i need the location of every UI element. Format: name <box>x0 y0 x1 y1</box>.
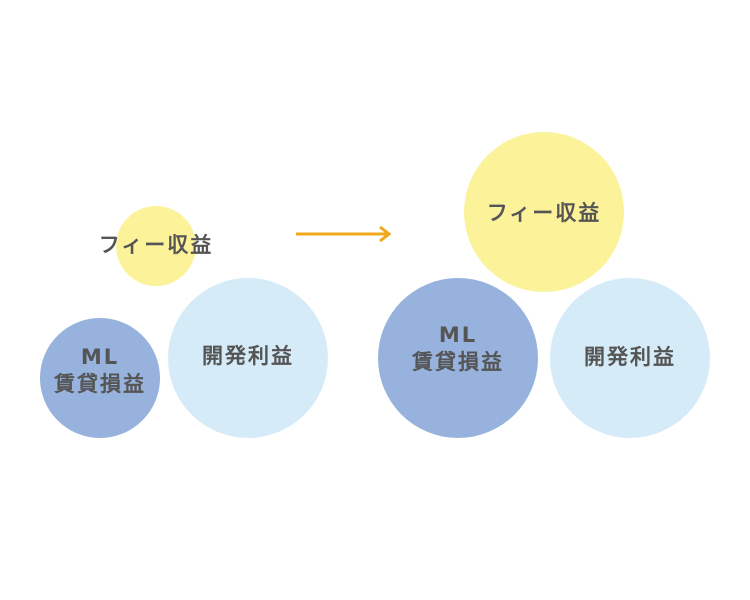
before-ml-line1: ML <box>80 345 120 369</box>
before-fee-circle <box>116 206 196 286</box>
after-dev-circle <box>550 278 710 438</box>
before-ml-line2: 賃貸損益 <box>54 372 146 397</box>
after-dev-label: 開発利益 <box>584 345 676 369</box>
before-fee-label: フィー収益 <box>98 233 214 257</box>
after-fee-circle <box>464 132 624 292</box>
before-dev-circle <box>168 278 328 438</box>
before-ml-circle <box>40 318 160 438</box>
after-ml-line2: 賃貸損益 <box>412 350 504 375</box>
after-ml-circle <box>378 278 538 438</box>
before-dev-label: 開発利益 <box>202 344 294 368</box>
after-ml-label: ML 賃貸損益 <box>378 322 538 377</box>
after-ml-line1: ML <box>438 323 478 347</box>
before-ml-label: ML 賃貸損益 <box>40 344 160 399</box>
arrow-right-icon <box>296 225 392 243</box>
after-fee-label: フィー収益 <box>486 201 602 225</box>
